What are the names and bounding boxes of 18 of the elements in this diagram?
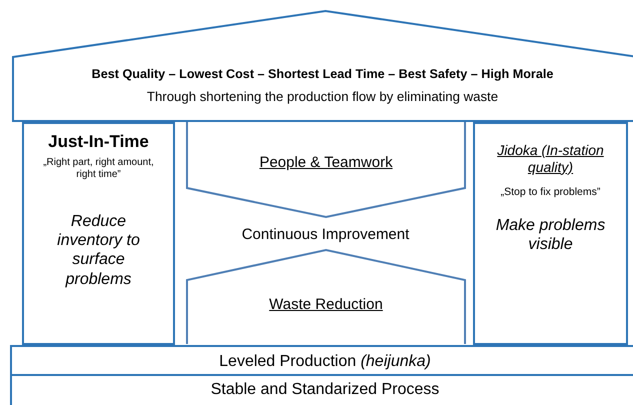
foundation-text: Leveled Production (heijunka) [218,352,432,372]
pillar-quote: „Right part, right amount, right time” [42,157,155,181]
pillar-heading: Jidoka (In-station quality) [496,142,605,176]
section-heading: Waste Reduction [268,296,384,314]
pillar-heading: Just-In-Time [47,132,150,152]
goal-heading: Best Quality – Lowest Cost – Shortest Lead Time – Best Safety – High Morale [90,67,554,82]
chevron-shape [186,122,466,218]
center-label: Continuous Improvement [240,226,410,243]
pillar-box [473,122,628,345]
pillar-description: Make problems visible [494,216,606,254]
foundation-bar [10,345,633,376]
pillar-description: Reduce inventory to surface problems [56,212,141,289]
pillar-quote: „Stop to fix problems” [500,186,602,199]
pillar-box [22,122,175,345]
goal-subtitle: Through shortening the production flow by eliminating waste [146,89,500,105]
house-shape [186,249,466,344]
section-heading: People & Teamwork [258,154,394,172]
foundation-text: Stable and Standarized Process [210,380,440,400]
